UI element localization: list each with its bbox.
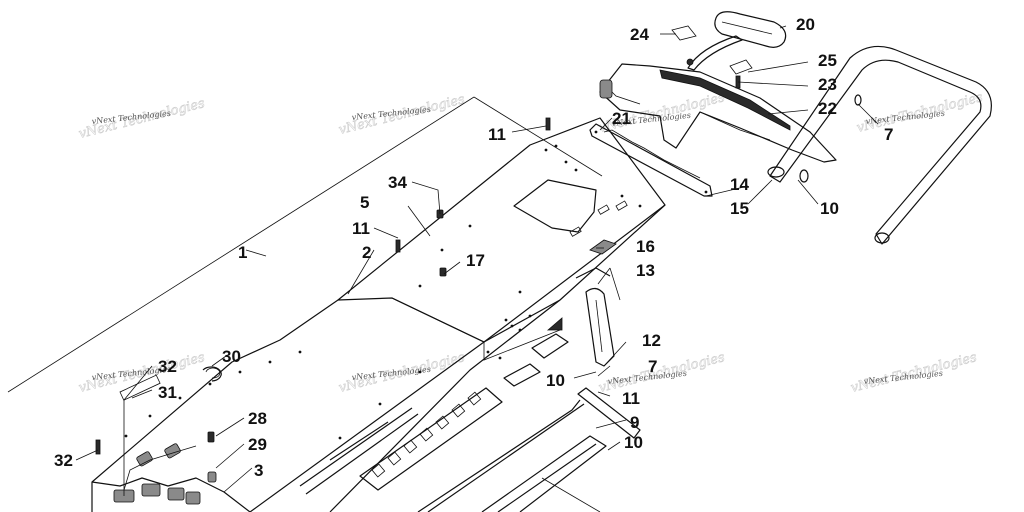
mounting-bracket [589,123,713,197]
callout-10-mid: 10 [546,371,565,390]
callout-22: 22 [818,99,837,118]
assembly-outline [7,96,603,512]
callout-10-top: 10 [820,199,839,218]
callout-28: 28 [248,409,267,428]
callout-5: 5 [360,193,369,212]
callouts: 1 2 3 5 7 7 9 10 10 10 11 11 11 12 13 14… [54,15,893,480]
callout-2: 2 [362,243,371,262]
rivet-holes [124,144,642,440]
callout-11-lower: 11 [622,389,640,408]
leader-lines [75,25,879,496]
callout-15: 15 [730,199,749,218]
callout-13: 13 [636,261,655,280]
windshield-visor [714,11,787,48]
callout-20: 20 [796,15,815,34]
callout-10-lower: 10 [624,433,643,452]
callout-21: 21 [612,109,631,128]
callout-32-lower: 32 [54,451,73,470]
callout-23: 23 [818,75,837,94]
callout-25: 25 [818,51,837,70]
console-cover [599,63,837,163]
callout-7-top: 7 [884,125,893,144]
callout-32-upper: 32 [158,357,177,376]
callout-3: 3 [254,461,263,480]
callout-31: 31 [158,383,177,402]
watermarks: vNext Technologies vNext Technologies vN… [77,90,985,396]
cable-strap [671,25,753,75]
callout-29: 29 [248,435,267,454]
callout-11-top: 11 [488,125,506,144]
fasteners [95,75,862,483]
cable-ring [202,366,222,382]
lattice-cutouts [371,391,482,478]
slide-rails [299,387,607,512]
callout-24: 24 [630,25,649,44]
callout-14: 14 [730,175,749,194]
grab-handle [767,45,992,245]
callout-12: 12 [642,331,661,350]
callout-16: 16 [636,237,655,256]
callout-17: 17 [466,251,485,270]
callout-30: 30 [222,347,241,366]
callout-34: 34 [388,173,407,192]
callout-7-lower: 7 [648,357,657,376]
callout-9: 9 [630,413,639,432]
callout-11-mid: 11 [352,219,370,238]
callout-1: 1 [238,243,247,262]
